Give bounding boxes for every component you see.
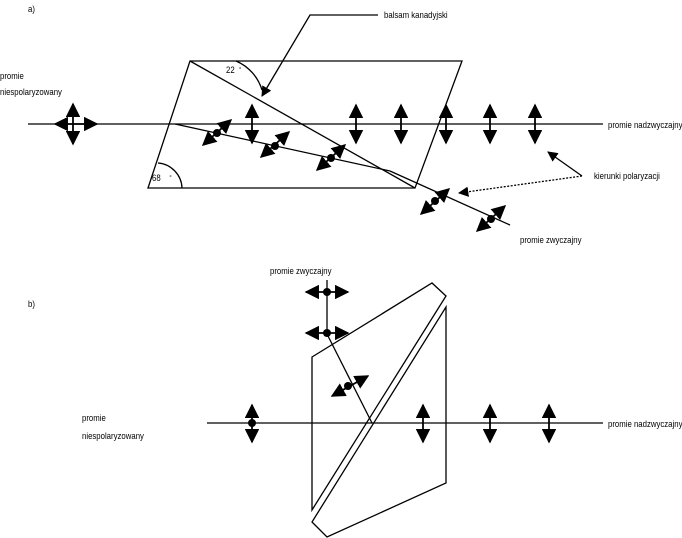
angle-bottom-label: 68 °: [152, 173, 172, 184]
prism-lower: [311, 304, 447, 538]
unpolarized-label-b-2: niespolaryzowany: [82, 431, 144, 442]
panel-b: [207, 280, 603, 538]
unpolarized-label-b-1: promie: [82, 413, 106, 424]
vertical-polarization-arrows-b: [415, 403, 557, 444]
balsam-leader: [261, 14, 378, 97]
prism-upper: [311, 282, 447, 513]
pol-pointer-2: [457, 175, 583, 197]
unpolarized-label-a-1: promie: [0, 71, 24, 82]
panel-a-label: a): [28, 4, 35, 15]
unpolarized-symbol-b: [244, 403, 260, 444]
pol-pointer-1: [547, 151, 583, 177]
ordinary-label-b: promie zwyczajny: [270, 266, 332, 277]
balsam-label: balsam kanadyjski: [384, 10, 448, 21]
extraordinary-label-b: promie nadzwyczajny: [608, 419, 682, 430]
angle-top-label: 22 °: [226, 65, 242, 76]
panel-b-label: b): [28, 299, 35, 310]
unpolarized-symbol-a: [53, 102, 99, 146]
panel-a: [28, 14, 603, 232]
angle-arc-bottom: [157, 162, 183, 189]
dot-polarization-arrows-a: [201, 119, 507, 232]
ordinary-label-a: promie zwyczajny: [520, 235, 582, 246]
pol-directions-label: kierunki polaryzacji: [594, 171, 660, 182]
vertical-polarization-arrows-a: [244, 103, 543, 145]
angle-arc-top: [235, 60, 263, 91]
ordinary-ray-a: [174, 123, 391, 172]
unpolarized-label-a-2: niespolaryzowany: [0, 87, 62, 98]
ordinary-polarization-b: [304, 284, 370, 397]
extraordinary-label-a: promie nadzwyczajny: [608, 120, 682, 131]
